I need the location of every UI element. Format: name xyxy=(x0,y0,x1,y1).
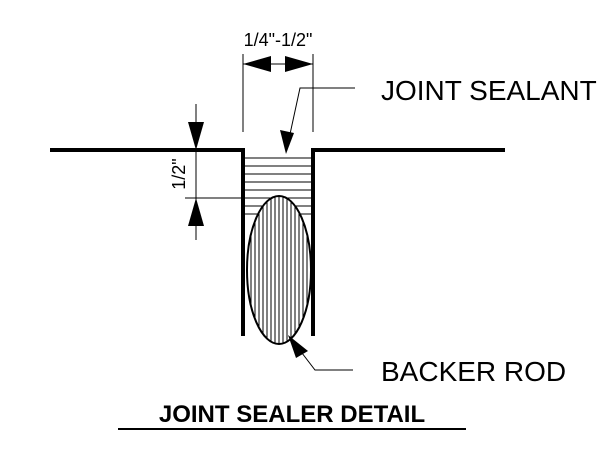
sealant-depth-dimension: 1/2" xyxy=(169,104,243,240)
joint-sealant-hatch xyxy=(245,157,311,215)
detail-title-group: JOINT SEALER DETAIL xyxy=(118,401,466,430)
backer-rod-arrowhead xyxy=(288,335,308,358)
depth-arrow-top xyxy=(188,122,204,150)
detail-title: JOINT SEALER DETAIL xyxy=(159,401,425,428)
joint-width-dimension: 1/4"-1/2" xyxy=(242,30,314,132)
depth-arrow-bottom xyxy=(188,198,204,226)
backer-rod-label: BACKER ROD xyxy=(381,356,566,387)
joint-sealant-leader: JOINT SEALANT xyxy=(280,75,597,154)
width-arrow-right xyxy=(285,56,313,72)
joint-sealant-label: JOINT SEALANT xyxy=(381,75,597,106)
width-arrow-left xyxy=(243,56,271,72)
joint-sealant-arrowhead xyxy=(280,130,294,154)
backer-rod-leader: BACKER ROD xyxy=(288,335,566,387)
sealant-depth-label: 1/2" xyxy=(169,158,189,189)
joint-width-label: 1/4"-1/2" xyxy=(244,30,313,50)
